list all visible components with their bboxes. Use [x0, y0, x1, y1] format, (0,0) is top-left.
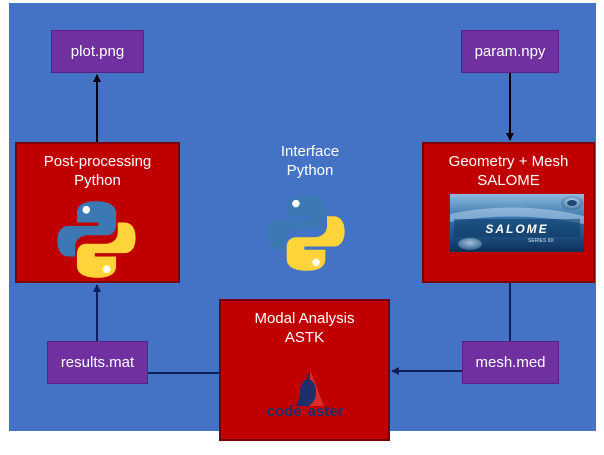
- modal-analysis-box: Modal Analysis ASTK: [219, 299, 390, 441]
- salome-icon: [450, 194, 584, 252]
- code-aster-icon: [296, 370, 324, 406]
- results-file-label: results.mat: [60, 354, 135, 371]
- plot-file-box: plot.png: [51, 30, 144, 73]
- interface-title: Interface: [280, 143, 340, 160]
- plot-file-label: plot.png: [70, 43, 125, 60]
- code-aster-wordmark: code aster: [226, 403, 384, 420]
- code-aster-word-code: code: [266, 403, 302, 420]
- param-file-label: param.npy: [474, 43, 546, 60]
- post-processing-box: Post-processing Python: [15, 142, 180, 283]
- geometry-mesh-title: Geometry + Mesh: [448, 153, 569, 170]
- mesh-file-box: mesh.med: [462, 341, 559, 384]
- modal-analysis-title: Modal Analysis: [254, 310, 355, 327]
- python-icon: [267, 195, 345, 271]
- results-file-box: results.mat: [47, 341, 148, 384]
- post-processing-title: Post-processing: [43, 153, 152, 170]
- salome-logo: SALOME SERIES 9X: [450, 194, 584, 252]
- modal-analysis-tool: ASTK: [284, 329, 325, 346]
- interface-label: Interface Python: [250, 142, 370, 180]
- param-file-box: param.npy: [461, 30, 559, 73]
- post-processing-tool: Python: [74, 172, 121, 189]
- interface-tool: Python: [286, 162, 334, 179]
- python-icon: [57, 201, 136, 278]
- code-aster-word-aster: aster: [307, 403, 344, 420]
- salome-subtitle: SERIES 9X: [528, 238, 554, 244]
- geometry-mesh-tool: SALOME: [477, 172, 540, 189]
- salome-wordmark: SALOME: [485, 222, 549, 236]
- mesh-file-label: mesh.med: [475, 354, 546, 371]
